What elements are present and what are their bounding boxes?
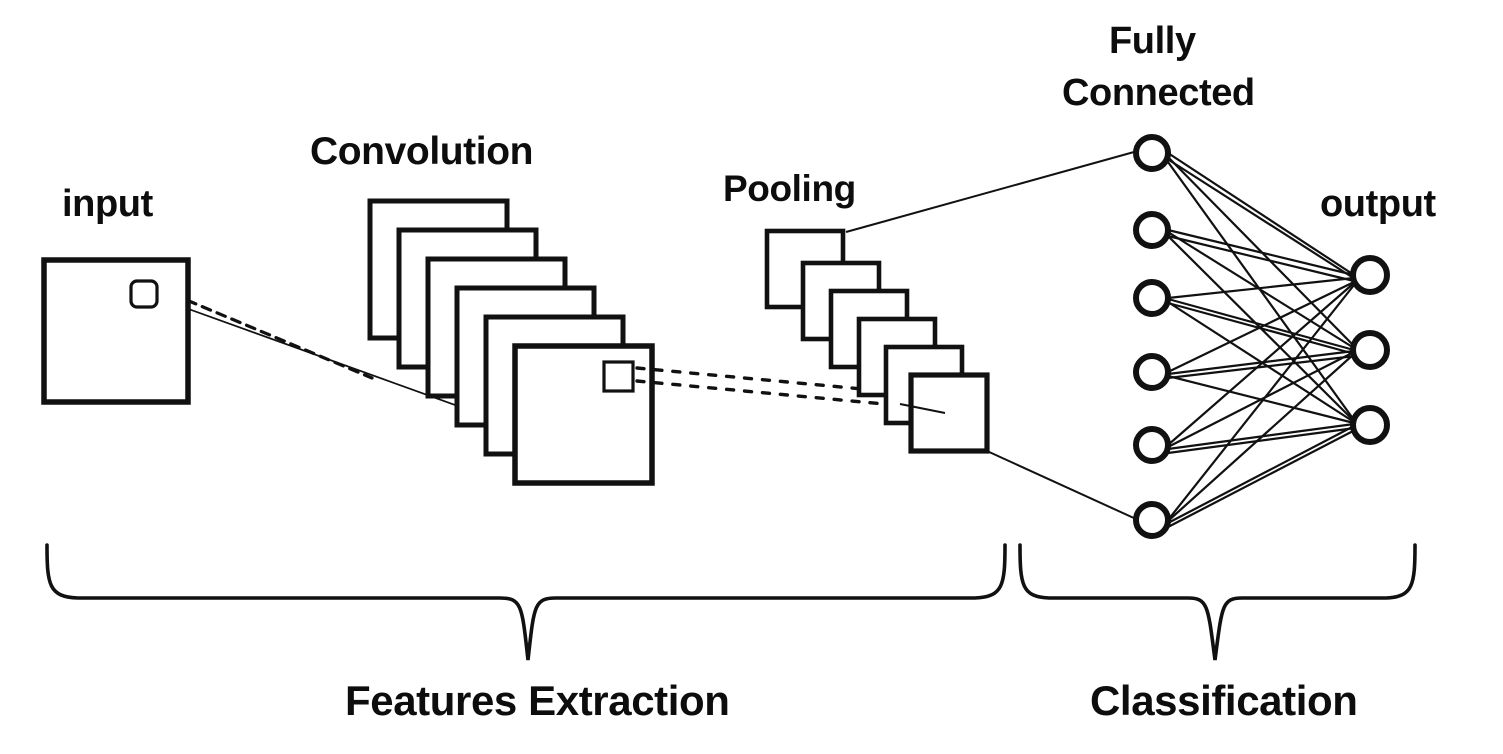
output-node bbox=[1350, 255, 1390, 295]
brace-classification bbox=[1018, 543, 1417, 661]
fc-edge bbox=[1166, 374, 1356, 425]
convolution-plane-stack bbox=[367, 198, 655, 486]
fc-edge bbox=[1166, 160, 1356, 422]
stage-label-input: input bbox=[62, 183, 153, 225]
fc-edge bbox=[1167, 158, 1357, 281]
fully-connected-node-column bbox=[1133, 134, 1171, 539]
fc-edge bbox=[1166, 424, 1356, 525]
fc-edge bbox=[1166, 276, 1356, 300]
fc-edge bbox=[1166, 234, 1356, 423]
connector-conv-to-pool-lower bbox=[635, 379, 886, 406]
convolution-receptive-field-box bbox=[602, 360, 635, 393]
fc-edge bbox=[1166, 155, 1356, 348]
connector-group-convolution-to-pooling bbox=[635, 366, 886, 406]
fc-node bbox=[1133, 134, 1171, 172]
stage-label-pooling: Pooling bbox=[723, 168, 856, 209]
input-plane-group bbox=[41, 257, 191, 405]
fc-edge bbox=[1166, 422, 1356, 451]
stage-label-fully-connected-line2: Connected bbox=[1062, 72, 1255, 114]
brace-features-extraction bbox=[45, 543, 1007, 661]
pooling-front-tick bbox=[899, 403, 946, 414]
stage-label-convolution: Convolution bbox=[310, 130, 534, 173]
fc-edge bbox=[1166, 297, 1356, 352]
fc-edge bbox=[1166, 354, 1357, 380]
fc-edge bbox=[1166, 300, 1356, 424]
stage-label-output: output bbox=[1320, 183, 1436, 225]
fc-edge bbox=[1166, 151, 1356, 277]
fc-node bbox=[1133, 501, 1171, 539]
fc-node bbox=[1133, 279, 1171, 317]
output-node bbox=[1350, 405, 1390, 445]
group-label-features-extraction: Features Extraction bbox=[345, 677, 730, 724]
output-node-column bbox=[1350, 255, 1390, 445]
connector-pool-bottom-to-fc-last bbox=[986, 450, 1137, 520]
output-node bbox=[1350, 330, 1390, 370]
fc-edge bbox=[1166, 234, 1356, 283]
pooling-plane-front bbox=[908, 372, 990, 454]
connector-pool-top-to-fc-first bbox=[845, 151, 1135, 233]
fc-edge bbox=[1166, 283, 1356, 522]
fc-edge bbox=[1166, 426, 1357, 455]
pooling-plane-stack bbox=[764, 228, 990, 454]
fc-node bbox=[1133, 426, 1171, 464]
input-plane bbox=[41, 257, 191, 405]
connector-group-pooling-to-fc bbox=[845, 151, 1137, 520]
group-label-classification: Classification bbox=[1090, 677, 1358, 724]
fc-node bbox=[1133, 353, 1171, 391]
fc-edge bbox=[1166, 281, 1356, 447]
connector-conv-to-pool-upper bbox=[635, 366, 886, 393]
fc-node bbox=[1133, 211, 1171, 249]
fully-connected-edges bbox=[1166, 151, 1357, 529]
stage-label-fully-connected-line1: Fully bbox=[1109, 20, 1196, 62]
fc-edge bbox=[1166, 428, 1357, 529]
input-receptive-field-box bbox=[129, 279, 159, 309]
